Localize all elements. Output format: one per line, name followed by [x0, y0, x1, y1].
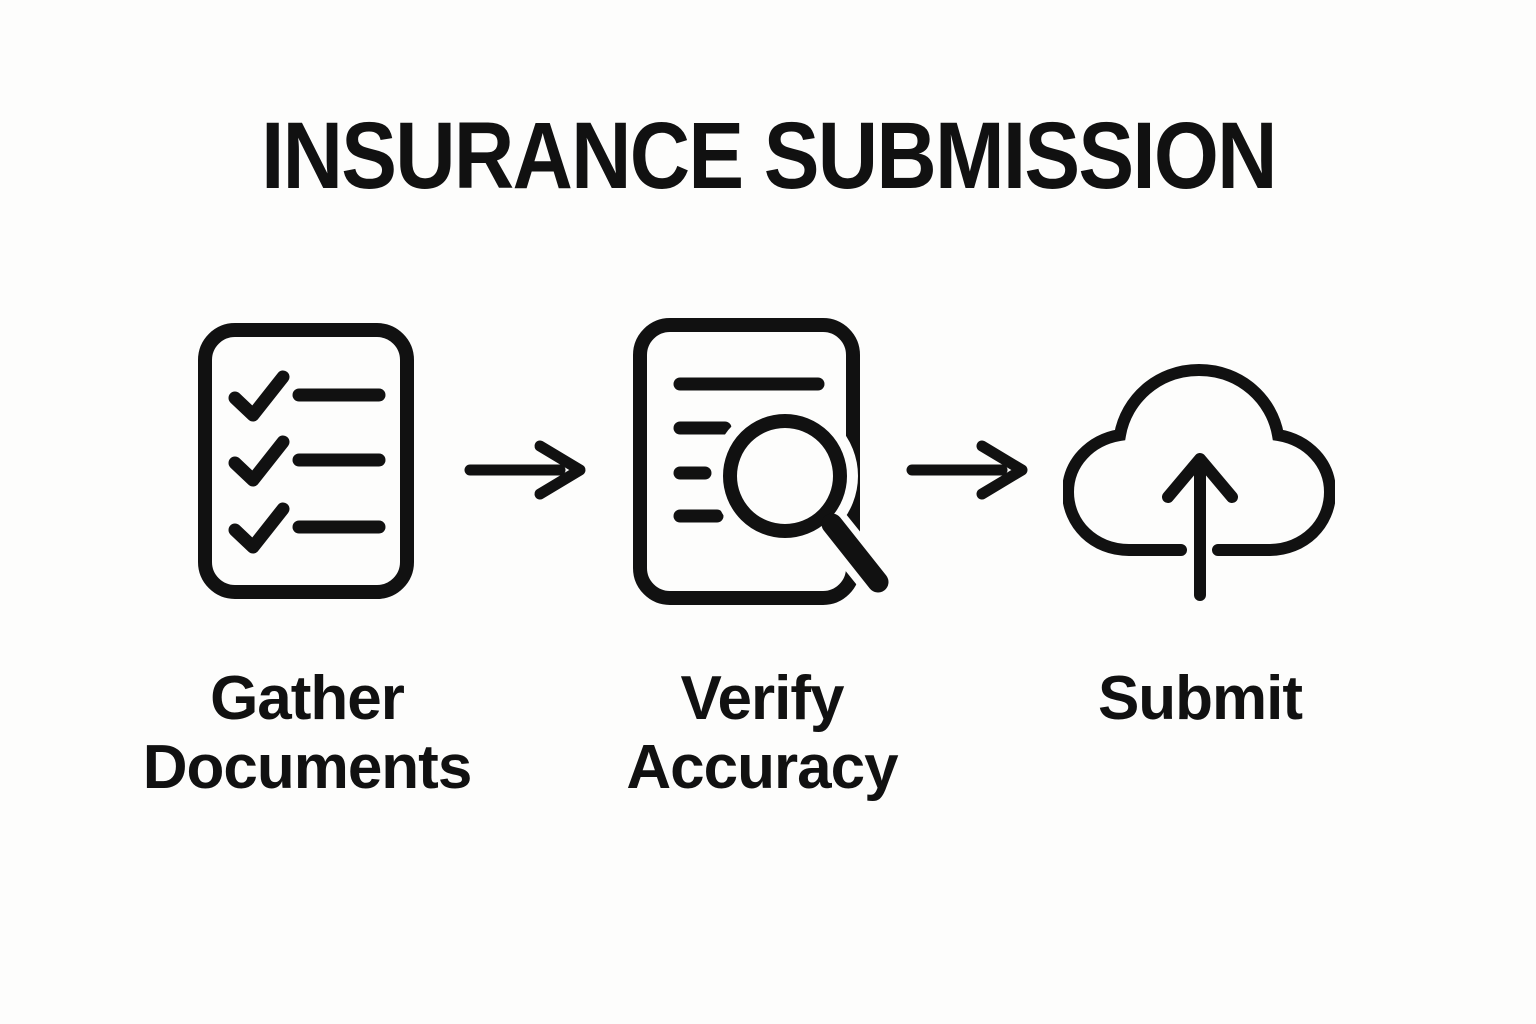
- step-label-verify-accuracy: Verify Accuracy: [562, 664, 962, 803]
- step-label-line: Submit: [1097, 664, 1303, 733]
- step-label-submit: Submit: [1000, 664, 1400, 733]
- step-label-gather-documents: Gather Documents: [107, 664, 507, 803]
- cloud-upload-icon: [1063, 364, 1335, 601]
- checklist-document-icon: [198, 323, 414, 599]
- right-arrow-icon: [464, 440, 586, 500]
- page-title: INSURANCE SUBMISSION: [0, 102, 1536, 211]
- document-magnifier-icon: [633, 318, 902, 608]
- right-arrow-icon: [906, 440, 1028, 500]
- step-label-line: Gather: [210, 664, 405, 733]
- step-label-line: Accuracy: [626, 733, 898, 803]
- step-label-line: Documents: [142, 733, 473, 803]
- step-label-line: Verify: [680, 664, 845, 733]
- page-title-text: INSURANCE SUBMISSION: [260, 103, 1277, 209]
